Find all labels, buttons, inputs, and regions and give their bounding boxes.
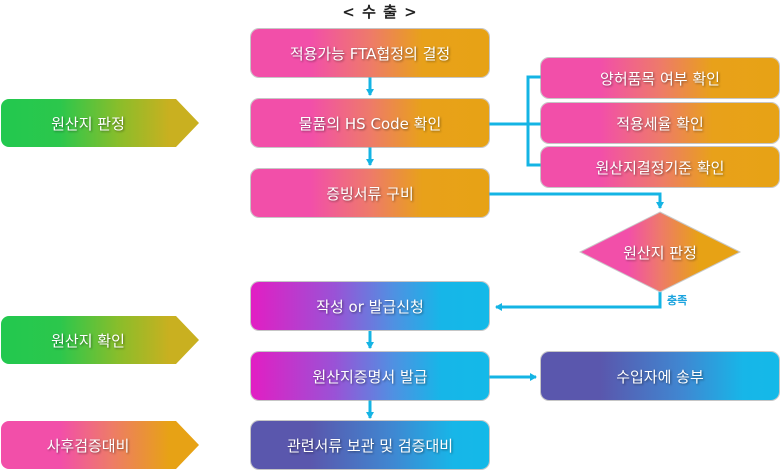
- substep-concession-item: 양허품목 여부 확인: [541, 58, 779, 98]
- step-label: 수입자에 송부: [616, 367, 704, 386]
- substep-label: 적용세율 확인: [616, 114, 704, 133]
- substep-origin-criteria: 원산지결정기준 확인: [541, 147, 779, 187]
- step-keep-documents: 관련서류 보관 및 검증대비: [251, 421, 489, 469]
- stage-tag-label: 사후검증대비: [46, 436, 130, 455]
- substep-label: 원산지결정기준 확인: [595, 158, 725, 177]
- step-label: 관련서류 보관 및 검증대비: [286, 436, 454, 455]
- decision-yes-label: 충족: [667, 294, 688, 307]
- connector-substeps-bracket: [526, 75, 541, 167]
- decision-label: 원산지 판정: [623, 243, 697, 262]
- stage-tag-origin-confirmation: 원산지 확인: [1, 316, 199, 364]
- step-prepare-documents: 증빙서류 구비: [251, 169, 489, 217]
- step-label: 원산지증명서 발급: [312, 367, 428, 386]
- step-check-hs-code: 물품의 HS Code 확인: [251, 99, 489, 147]
- step-label: 적용가능 FTA협정의 결정: [289, 44, 451, 63]
- decision-diamond: [578, 211, 742, 293]
- stage-tag-label: 원산지 확인: [51, 331, 125, 350]
- substep-applicable-tariff: 적용세율 확인: [541, 103, 779, 143]
- diagram-title: < 수 출 >: [342, 3, 418, 21]
- stage-tag-origin-judgment: 원산지 판정: [1, 99, 199, 147]
- step-issue-certificate: 원산지증명서 발급: [251, 352, 489, 400]
- arrow-step3-to-decision: [489, 192, 664, 209]
- step-select-fta: 적용가능 FTA협정의 결정: [251, 29, 489, 77]
- step-label: 작성 or 발급신청: [316, 297, 424, 316]
- stage-tag-label: 원산지 판정: [51, 114, 125, 133]
- step-label: 물품의 HS Code 확인: [298, 114, 442, 133]
- substep-label: 양허품목 여부 확인: [600, 69, 720, 88]
- step-write-or-apply: 작성 or 발급신청: [251, 282, 489, 330]
- step-label: 증빙서류 구비: [326, 184, 414, 203]
- arrow-decision-to-step4: [495, 290, 662, 311]
- stage-tag-post-verification: 사후검증대비: [1, 421, 199, 469]
- step-send-to-importer: 수입자에 송부: [541, 352, 779, 400]
